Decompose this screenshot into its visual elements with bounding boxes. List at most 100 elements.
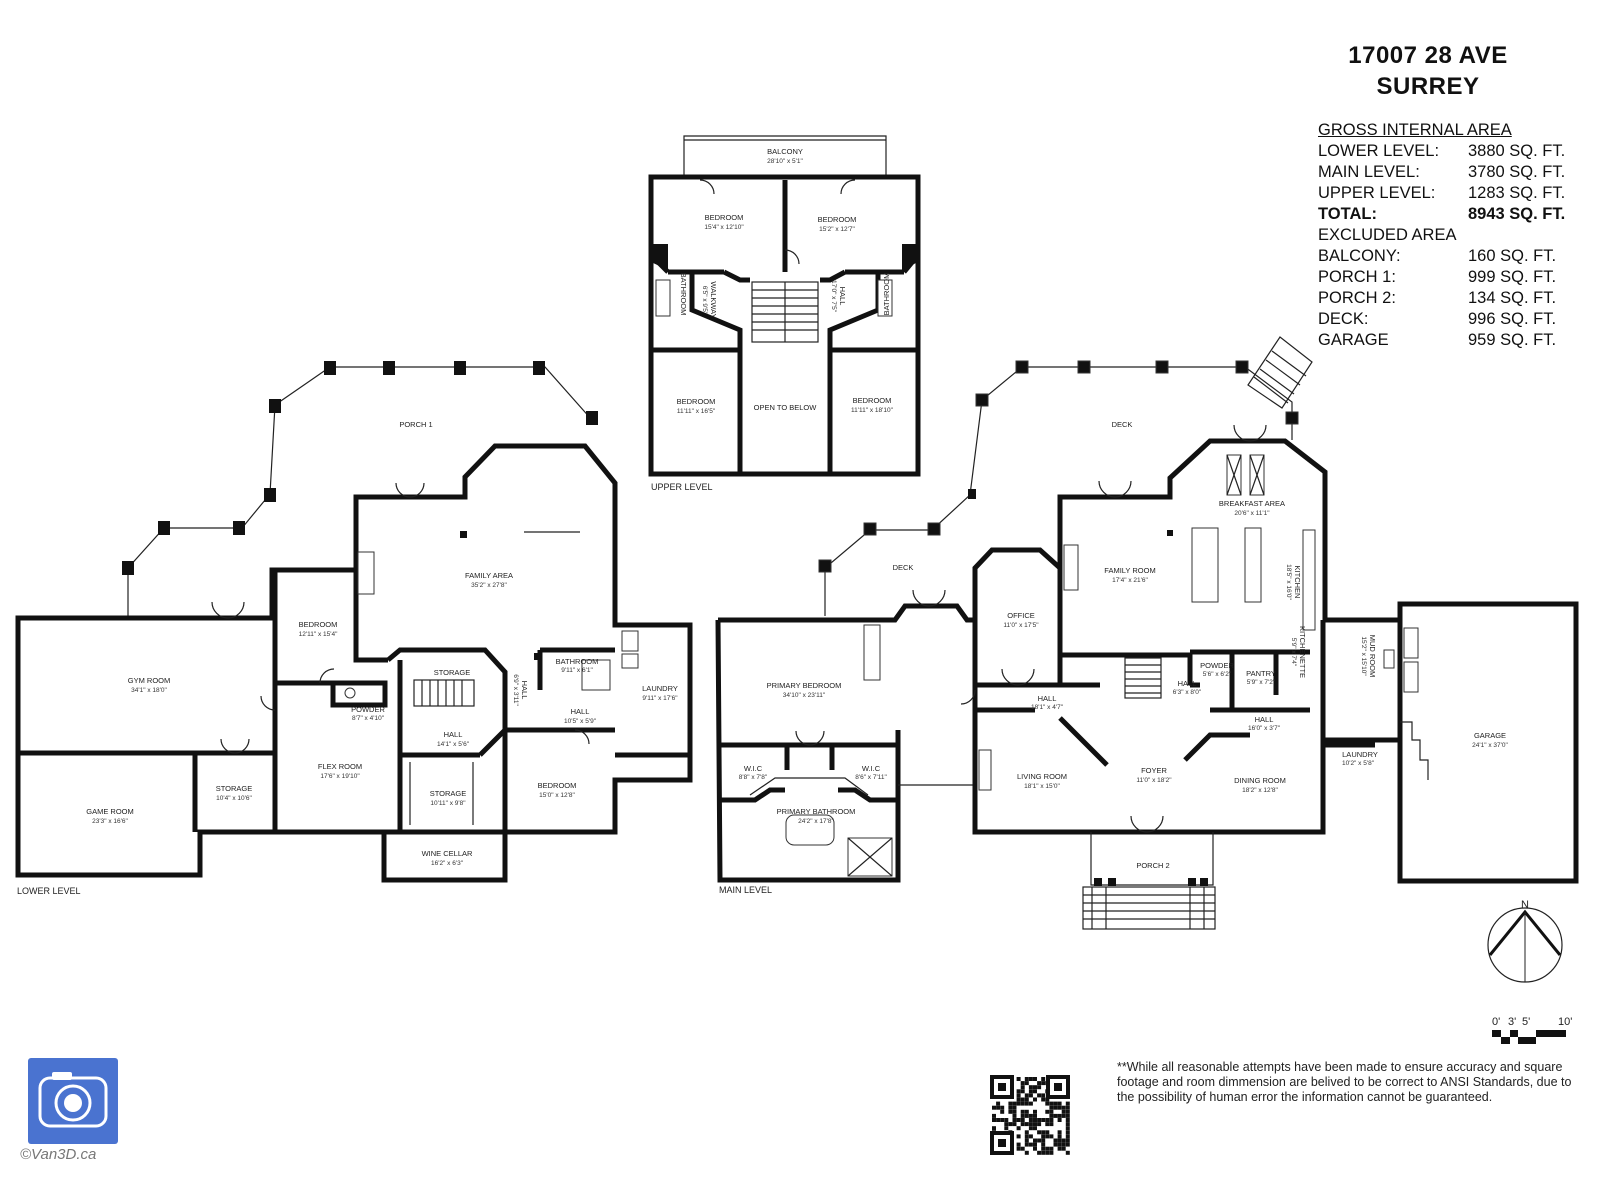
qr-module (1049, 1134, 1054, 1139)
room-dim: 15'4" x 12'10" (704, 224, 744, 231)
qr-module (1041, 1093, 1046, 1098)
excluded-area-header: EXCLUDED AREA (1318, 226, 1457, 244)
qr-module (1041, 1134, 1046, 1139)
qr-module (996, 1118, 1001, 1122)
qr-module (1061, 1113, 1066, 1118)
room-name: MUD ROOM (1368, 635, 1377, 678)
qr-module (1020, 1089, 1025, 1094)
area-row-balcony: BALCONY:160 SQ. FT. (1318, 247, 1557, 265)
qr-module (1045, 1146, 1050, 1151)
qr-module (1037, 1081, 1042, 1086)
room-dim: 10'11" x 9'8" (430, 800, 466, 807)
qr-module (1020, 1101, 1025, 1106)
qr-module (1028, 1134, 1033, 1139)
qr-module (1065, 1118, 1070, 1122)
room-name: FLEX ROOM (318, 762, 362, 771)
room-dim: 17'0" x 7'5" (830, 280, 837, 313)
qr-module (992, 1105, 996, 1110)
room-dim: 16'2" x 6'3" (431, 860, 464, 867)
qr-module (1033, 1113, 1037, 1118)
qr-module (1045, 1097, 1050, 1102)
qr-module (1065, 1142, 1070, 1147)
area-row-porch1: PORCH 1:999 SQ. FT. (1318, 268, 1557, 286)
room-name: POWDER (351, 705, 385, 714)
qr-module (1028, 1101, 1033, 1106)
room-name: KITCHEN (1293, 566, 1302, 599)
qr-module (1049, 1150, 1054, 1155)
room-dim: 9'11" x 17'6" (642, 695, 678, 702)
qr-module (1041, 1097, 1046, 1102)
qr-module (1028, 1122, 1033, 1127)
room-dim: 8'7" x 4'10" (352, 715, 385, 722)
qr-module (1012, 1105, 1017, 1110)
qr-module (1041, 1118, 1046, 1122)
qr-module (1061, 1109, 1066, 1114)
room-name: BALCONY (767, 147, 803, 156)
room-name: W.I.C (862, 764, 881, 773)
qr-module (1033, 1097, 1037, 1102)
qr-module (1004, 1126, 1009, 1131)
level-label-main: MAIN LEVEL (719, 885, 772, 895)
qr-module (1028, 1113, 1033, 1118)
room-dim: 11'0" x 17'5" (1003, 622, 1039, 629)
room-name: GYM ROOM (128, 676, 171, 685)
area-row-upper: UPPER LEVEL:1283 SQ. FT. (1318, 184, 1566, 202)
qr-module (1045, 1101, 1050, 1106)
qr-module (1024, 1109, 1029, 1114)
room-name: LIVING ROOM (1017, 772, 1067, 781)
qr-module (1028, 1126, 1033, 1131)
room-name: PRIMARY BEDROOM (767, 681, 842, 690)
room-name: STORAGE (430, 789, 467, 798)
qr-module (1024, 1101, 1029, 1106)
qr-module (1004, 1122, 1009, 1127)
qr-module (1024, 1113, 1029, 1118)
room-dim: 24'2" x 17'8" (798, 818, 834, 825)
room-name: OPEN TO BELOW (754, 403, 818, 412)
room-name: BEDROOM (853, 396, 892, 405)
qr-module (1057, 1138, 1062, 1143)
area-row-porch2: PORCH 2:134 SQ. FT. (1318, 289, 1557, 307)
qr-module (1065, 1113, 1070, 1118)
room-name: HALL (838, 287, 847, 306)
qr-module (1016, 1093, 1021, 1098)
room-name: PANTRY (1246, 669, 1276, 678)
room-dim: 5'9" x 7'2" (1247, 679, 1276, 686)
qr-module (1024, 1138, 1029, 1143)
room-name: BATHROOM (882, 273, 891, 316)
area-row-total: TOTAL:8943 SQ. FT. (1318, 205, 1566, 223)
room-name: GARAGE (1474, 731, 1506, 740)
room-name: BEDROOM (818, 215, 857, 224)
qr-module (1033, 1138, 1037, 1143)
qr-module (1061, 1146, 1066, 1151)
room-dim: 10'5" x 5'9" (564, 718, 597, 725)
qr-module (996, 1105, 1001, 1110)
qr-module (992, 1113, 996, 1118)
qr-module (1045, 1134, 1050, 1139)
level-label-lower: LOWER LEVEL (17, 886, 81, 896)
qr-module (992, 1130, 996, 1135)
room-dim: 8'8" x 7'8" (739, 774, 768, 781)
qr-module (1020, 1122, 1025, 1127)
qr-module (1061, 1138, 1066, 1143)
qr-module (1033, 1126, 1037, 1131)
room-dim: 28'10" x 5'1" (767, 158, 803, 165)
room-dim: 5'6" x 6'2" (1203, 671, 1232, 678)
qr-module (1049, 1118, 1054, 1122)
room-dim: 24'1" x 37'0" (1472, 742, 1508, 749)
qr-module (1016, 1077, 1021, 1081)
qr-module (1065, 1122, 1070, 1127)
qr-module (1012, 1118, 1017, 1122)
area-row-lower: LOWER LEVEL:3880 SQ. FT. (1318, 142, 1566, 160)
room-name: FAMILY AREA (465, 571, 513, 580)
qr-module (1065, 1109, 1070, 1114)
qr-module (1041, 1150, 1046, 1155)
qr-module (1049, 1109, 1054, 1114)
qr-module (1053, 1101, 1058, 1106)
qr-module (1020, 1146, 1025, 1151)
svg-text:3': 3' (1508, 1016, 1516, 1028)
room-name: HALL (571, 707, 590, 716)
qr-module (1045, 1118, 1050, 1122)
qr-module (1041, 1138, 1046, 1143)
qr-module (1065, 1101, 1070, 1106)
qr-module (1041, 1142, 1046, 1147)
